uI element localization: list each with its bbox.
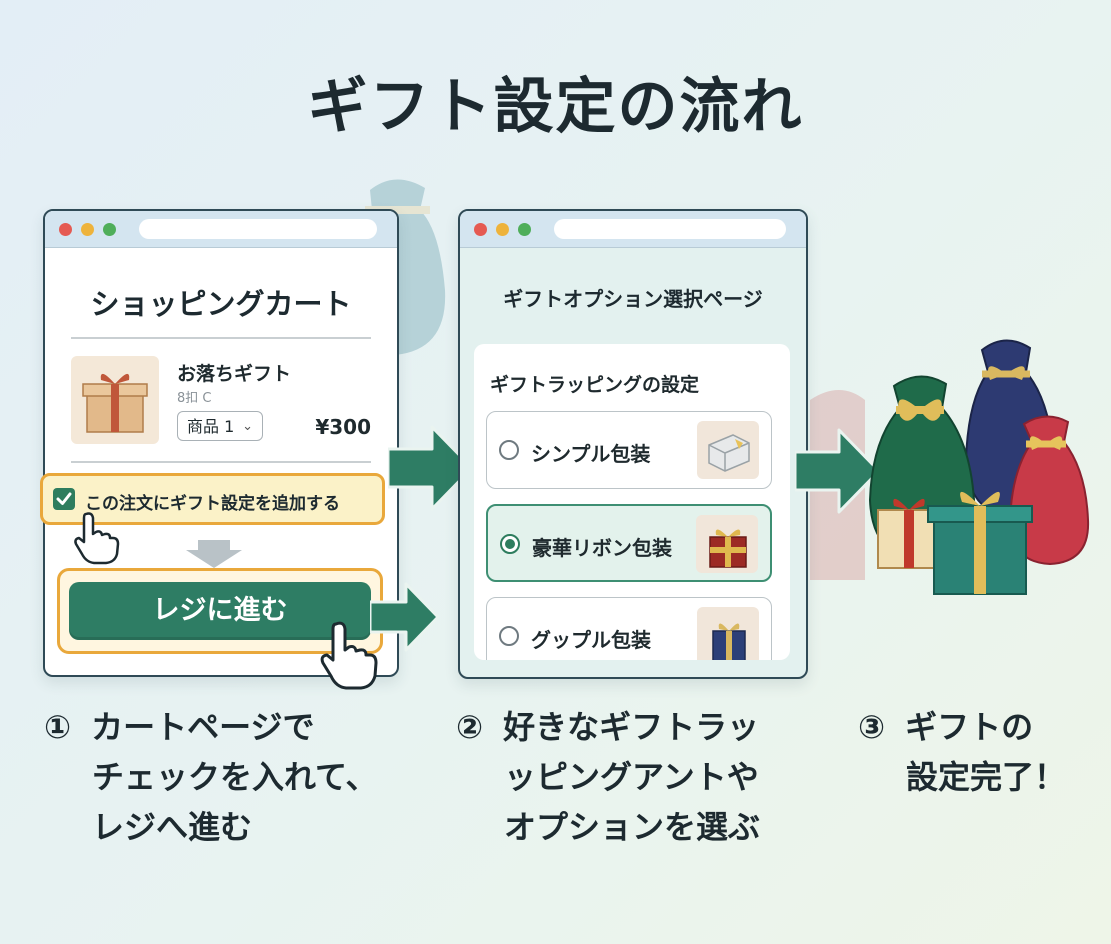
- step2-caption-line1: 好きなギフトラッ: [503, 708, 760, 746]
- step3-number: ③: [858, 708, 886, 746]
- close-dot-icon: [59, 223, 72, 236]
- wrapping-option-label: シンプル包装: [531, 442, 651, 466]
- step2-caption-line2: ッピングアントや: [504, 758, 759, 796]
- step3-caption-line2: 設定完了！: [906, 758, 1067, 796]
- divider-2: [71, 461, 371, 463]
- step2-caption-line3: オプションを選ぶ: [504, 808, 761, 846]
- gift-wrapping-panel: ギフトラッピングの設定 シンプル包装 豪華リボン包装: [474, 344, 790, 660]
- gift-box-icon: [82, 373, 148, 433]
- completed-gifts-illustration-icon: [868, 339, 1090, 595]
- step2-caption: ② 好きなギフトラッ ッピングアントや オプションを選ぶ: [456, 702, 760, 852]
- product-thumbnail: [71, 356, 159, 444]
- checkout-button[interactable]: レジに進む: [69, 582, 371, 640]
- minimize-dot-icon-2: [496, 223, 509, 236]
- right-arrow-icon-2: [370, 582, 440, 652]
- gift-options-window: ギフトオプション選択ページ ギフトラッピングの設定 シンプル包装 豪華リボン包装: [458, 209, 808, 679]
- divider: [71, 337, 371, 339]
- page-title: ギフト設定の流れ: [307, 72, 804, 142]
- step1-caption-line3: レジへ進む: [92, 808, 253, 846]
- ribbon-gift-box-icon: [696, 515, 758, 573]
- wrapping-option-simple[interactable]: シンプル包装: [486, 411, 772, 489]
- right-arrow-icon-3: [795, 428, 881, 514]
- navy-gift-box-icon: [697, 607, 759, 660]
- step3-caption-line1: ギフトの: [905, 708, 1034, 746]
- address-bar-2[interactable]: [554, 219, 786, 239]
- minimize-dot-icon: [81, 223, 94, 236]
- window-title-bar-2: [460, 211, 806, 248]
- address-bar[interactable]: [139, 219, 377, 239]
- maximize-dot-icon: [103, 223, 116, 236]
- step1-caption-line2: チェックを入れて、: [92, 758, 378, 796]
- gift-option-checkbox[interactable]: [53, 488, 75, 510]
- hand-cursor-icon: [74, 512, 120, 565]
- product-price: ¥300: [315, 415, 371, 439]
- checkout-button-highlight: レジに進む: [57, 568, 383, 654]
- wrapping-option-label-2: 豪華リボン包装: [532, 536, 672, 560]
- step1-caption: ① カートページで チェックを入れて、 レジへ進む: [44, 702, 377, 852]
- step3-caption: ③ ギフトの 設定完了！: [858, 702, 1066, 802]
- gift-wrapping-heading: ギフトラッピングの設定: [490, 374, 700, 396]
- gift-option-checkbox-row[interactable]: この注文にギフト設定を追加する: [40, 473, 385, 525]
- wrapping-option-third[interactable]: グップル包装: [486, 597, 772, 660]
- hand-cursor-icon-2: [320, 621, 378, 690]
- close-dot-icon-2: [474, 223, 487, 236]
- wrapping-option-radio[interactable]: [499, 440, 519, 460]
- window-title-bar: [45, 211, 397, 248]
- step1-caption-line1: カートページで: [91, 708, 315, 746]
- step2-number: ②: [456, 708, 484, 746]
- right-arrow-icon: [388, 425, 474, 511]
- cart-title: ショッピングカート: [90, 287, 352, 321]
- wrapping-option-label-3: グップル包装: [531, 628, 651, 652]
- wrapping-option-radio-selected[interactable]: [500, 534, 520, 554]
- wrapping-option-radio-3[interactable]: [499, 626, 519, 646]
- quantity-select[interactable]: 商品 1 ⌄: [177, 411, 263, 441]
- gift-options-title: ギフトオプション選択ページ: [503, 287, 763, 311]
- maximize-dot-icon-2: [518, 223, 531, 236]
- wrapping-option-luxury-ribbon[interactable]: 豪華リボン包装: [486, 504, 772, 582]
- gift-option-checkbox-label: この注文にギフト設定を追加する: [85, 494, 340, 514]
- quantity-select-value: 商品 1: [187, 417, 235, 436]
- checkmark-icon: [56, 492, 72, 505]
- down-arrow-icon: [186, 540, 242, 568]
- product-subtext: 8扣 C: [177, 391, 212, 406]
- chevron-down-icon: ⌄: [242, 419, 253, 434]
- step1-number: ①: [44, 708, 72, 746]
- plain-wrap-box-icon: [697, 421, 759, 479]
- product-name: お落ちギフト: [177, 363, 292, 385]
